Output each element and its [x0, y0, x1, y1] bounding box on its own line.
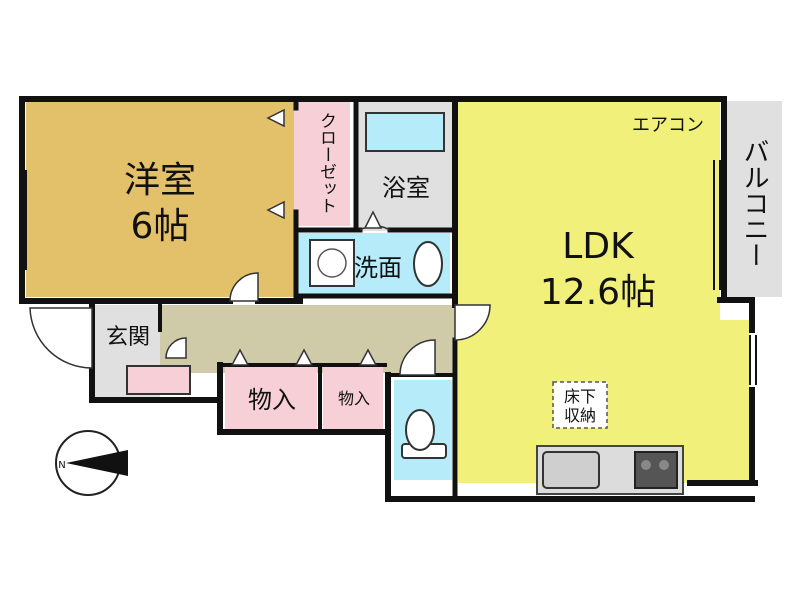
- door-swings: [29, 225, 491, 376]
- western-room-name: 洋室: [124, 160, 196, 201]
- closet-label: クローゼット: [316, 112, 336, 214]
- closet-area: [294, 101, 350, 226]
- aircon-label: エアコン: [632, 115, 704, 136]
- windows: [19, 160, 757, 385]
- compass: N: [55, 430, 128, 496]
- balcony-label: バルコニー: [739, 138, 769, 268]
- compass-letter: N: [58, 460, 65, 471]
- stove-burner: [659, 460, 669, 470]
- wash-basin: [413, 241, 443, 287]
- storage-1-label: 物入: [248, 386, 296, 414]
- storage-markers: [230, 108, 383, 366]
- washing-machine: [309, 239, 355, 287]
- ldk-size: 12.6帖: [540, 272, 656, 313]
- ldk-lower-right: [690, 320, 750, 483]
- storage-1-area: [225, 367, 317, 429]
- western-room-size: 6帖: [131, 206, 190, 247]
- underfloor-label-line1: 床下: [564, 387, 596, 406]
- washroom-label: 洗面: [354, 254, 402, 282]
- storage-2-label: 物入: [338, 389, 370, 408]
- toilet-bowl: [405, 409, 435, 451]
- shoe-cabinet: [126, 365, 191, 395]
- bathtub: [365, 112, 445, 152]
- storage-2-area: [323, 367, 383, 429]
- kitchen-sink: [542, 451, 600, 489]
- compass-needle: [66, 450, 128, 476]
- bathroom-label: 浴室: [382, 174, 430, 202]
- underfloor-storage: [552, 381, 608, 429]
- stove-burner: [641, 460, 651, 470]
- washer-drum: [317, 248, 347, 278]
- kitchen-stove: [634, 451, 678, 489]
- entrance-label: 玄関: [106, 325, 150, 350]
- ldk-name: LDK: [562, 226, 635, 267]
- western-room: [26, 101, 294, 297]
- walls: [19, 96, 758, 502]
- underfloor-label-line2: 収納: [564, 406, 596, 425]
- balcony-area: [724, 101, 782, 297]
